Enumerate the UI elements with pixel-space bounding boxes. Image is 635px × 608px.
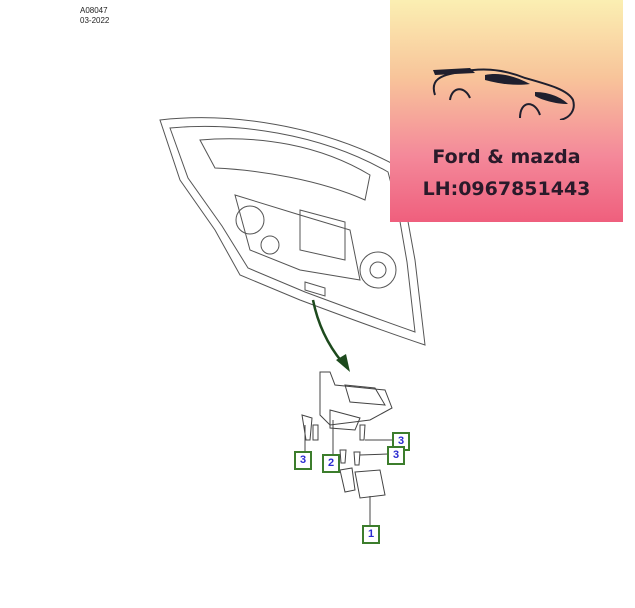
- watermark-logo: Ford & mazda LH:0967851443: [390, 0, 623, 222]
- callout-2: 2: [322, 454, 340, 473]
- sports-car-icon: [432, 68, 575, 120]
- latch-assembly: [301, 371, 393, 499]
- reference-date: 03-2022: [80, 16, 110, 25]
- watermark-contact: LH:0967851443: [422, 178, 591, 200]
- watermark-brand: Ford & mazda: [432, 146, 581, 168]
- callout-3a: 3: [294, 451, 312, 470]
- tailgate-outline: [159, 117, 426, 346]
- callout-1: 1: [362, 525, 380, 544]
- pointer-arrow: [311, 299, 343, 363]
- callout-3c: 3: [387, 446, 405, 465]
- reference-code: A08047: [80, 6, 108, 15]
